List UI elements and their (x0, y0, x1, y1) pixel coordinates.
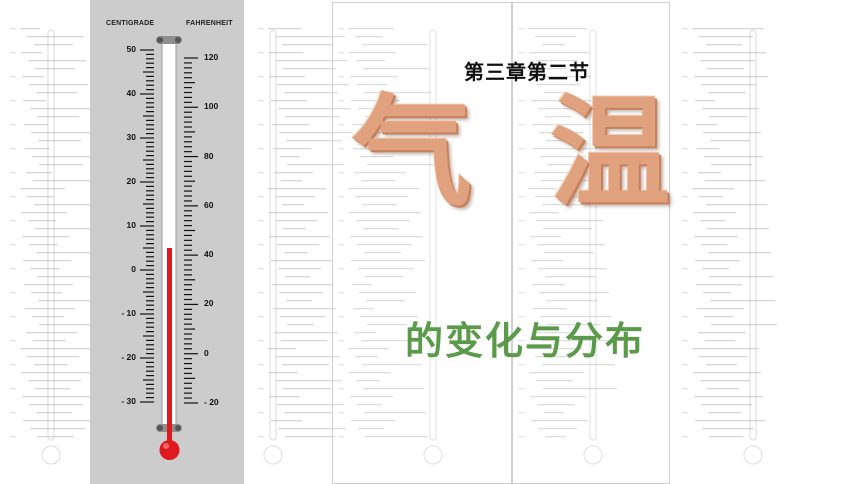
celsius-label: 0 (131, 264, 136, 274)
tube-bottom-screw-right (175, 425, 181, 431)
title-char-wen: 温 (550, 84, 670, 223)
celsius-scale-heading: CENTIGRADE (106, 20, 155, 27)
celsius-label: 30 (126, 132, 136, 142)
fahrenheit-scale-heading: FAHRENHEIT (186, 20, 233, 27)
celsius-label: - 10 (121, 308, 136, 318)
ghost-thermometer-2 (423, 29, 443, 465)
tube-top-screw-right (175, 37, 181, 43)
bulb-highlight (163, 443, 169, 449)
document-sheet-frame-right (512, 2, 670, 484)
thermometer-graphic (140, 36, 198, 460)
celsius-label: 50 (126, 44, 136, 54)
fahrenheit-label: - 20 (204, 397, 219, 407)
ghost-thermometer-0 (41, 29, 61, 465)
mercury-bulb (159, 440, 180, 460)
fahrenheit-label: 60 (204, 199, 214, 210)
fahrenheit-label: 0 (204, 347, 209, 358)
tube-top-clip (156, 36, 182, 44)
chapter-subtitle: 第三章第二节 (464, 60, 590, 84)
document-sheet-frame-left (332, 2, 512, 484)
fahrenheit-label: 80 (204, 150, 214, 161)
fahrenheit-label: 120 (204, 52, 219, 62)
celsius-ticks (140, 49, 154, 403)
celsius-label: - 20 (121, 352, 136, 362)
tube-top-screw-left (157, 37, 163, 43)
celsius-label: 40 (126, 88, 136, 98)
ghost-thermometer-4 (743, 29, 763, 465)
mercury-column (167, 248, 172, 445)
fahrenheit-label: 20 (204, 298, 214, 309)
ghost-thermometer-1 (263, 29, 283, 465)
fahrenheit-ticks (184, 57, 198, 404)
background-text-lines (10, 28, 777, 438)
celsius-label: 10 (126, 220, 136, 230)
ghost-thermometer-3 (583, 29, 603, 465)
title-char-qi: 气 (352, 84, 472, 223)
celsius-label: 20 (126, 176, 136, 186)
tube-bottom-screw-left (157, 425, 163, 431)
fahrenheit-label: 100 (204, 101, 219, 112)
fahrenheit-label: 40 (204, 249, 214, 260)
title-tagline: 的变化与分布 (405, 319, 646, 363)
celsius-label: - 30 (121, 396, 136, 406)
